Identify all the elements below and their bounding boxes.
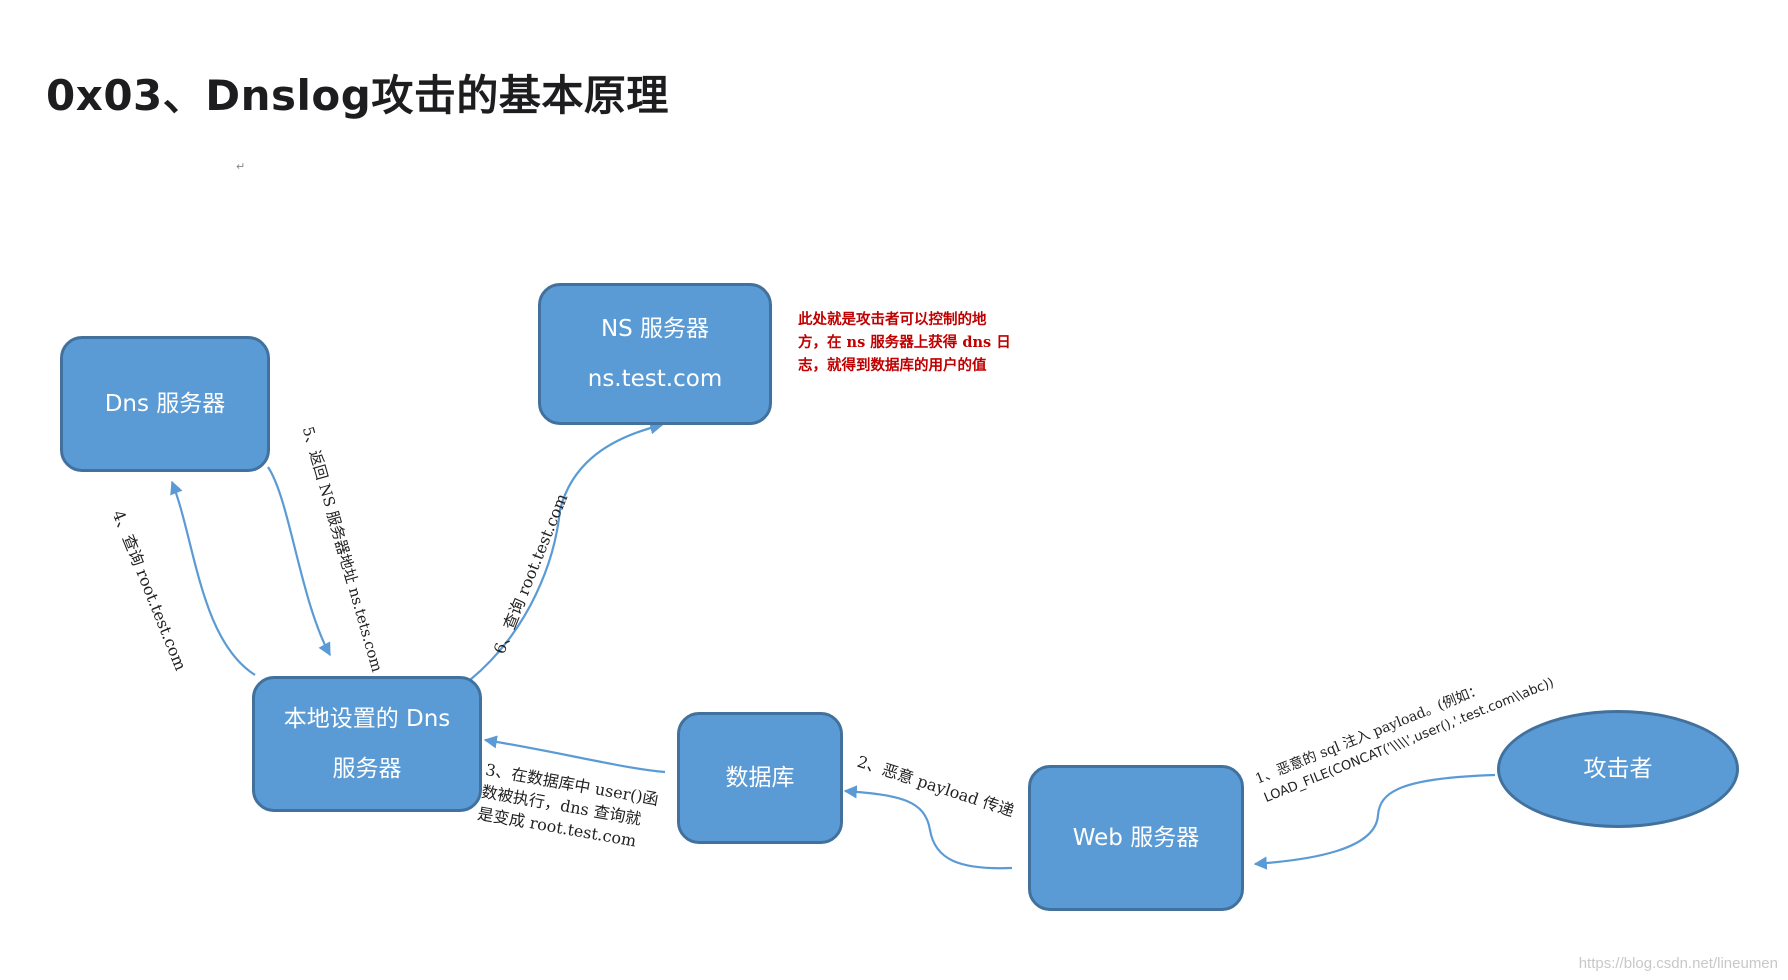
local-dns-label-line2: 服务器 [332,756,402,782]
ns-server-node: NS 服务器 ns.test.com [538,283,772,425]
arrow-attacker-to-web [1253,773,1496,870]
web-server-node: Web 服务器 [1028,765,1244,911]
arrow-web-to-database [843,785,1013,870]
note-line-3: 志，就得到数据库的用户的值 [798,357,987,374]
watermark: https://blog.csdn.net/lineumen [1578,955,1778,972]
ns-server-label: NS 服务器 [600,316,710,342]
note-line-2: 方，在 ns 服务器上获得 dns 日 [798,334,1011,351]
attacker-label: 攻击者 [1583,756,1653,782]
page-title: 0x03、Dnslog攻击的基本原理 [46,71,669,120]
database-node: 数据库 [677,712,843,844]
paragraph-mark: ↵ [236,160,246,173]
local-dns-server-node: 本地设置的 Dns 服务器 [252,676,482,812]
arrow-dns-to-localdns [267,466,331,657]
dns-server-node: Dns 服务器 [60,336,270,472]
annotation-note: 此处就是攻击者可以控制的地 方，在 ns 服务器上获得 dns 日 志，就得到数… [798,308,1018,377]
database-label: 数据库 [725,765,795,791]
arrow-database-to-localdns [483,735,666,774]
arrow-localdns-to-ns [469,421,664,681]
dns-server-label: Dns 服务器 [104,391,226,417]
ns-server-domain: ns.test.com [587,366,723,392]
note-line-1: 此处就是攻击者可以控制的地 [798,311,987,328]
local-dns-label-line1: 本地设置的 Dns [283,706,451,732]
web-server-label: Web 服务器 [1072,825,1200,851]
arrow-localdns-to-dns [170,480,256,676]
attacker-node: 攻击者 [1497,710,1739,828]
